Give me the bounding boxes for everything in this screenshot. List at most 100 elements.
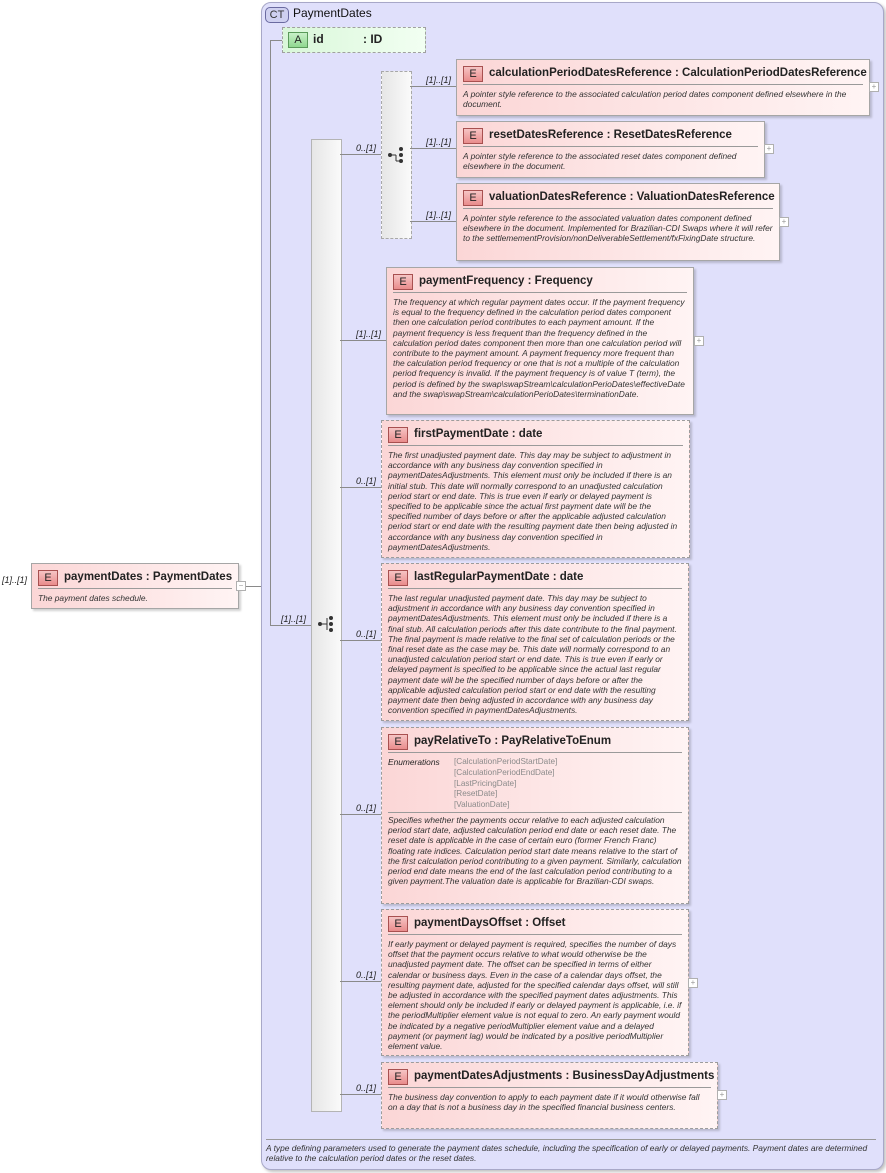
element-multiplicity: [1]..[1] (426, 137, 452, 147)
connector (340, 640, 381, 641)
enum-value: [LastPricingDate] (454, 778, 517, 788)
complex-type-description: A type defining parameters used to gener… (266, 1139, 876, 1163)
connector (340, 981, 381, 982)
divider (388, 812, 682, 813)
choice-icon (388, 147, 403, 163)
element-description: The last regular unadjusted payment date… (388, 593, 677, 716)
element-description: A pointer style reference to the associa… (463, 89, 847, 110)
sequence-compositor[interactable] (311, 139, 342, 1112)
element-description: If early payment or delayed payment is r… (388, 939, 682, 1052)
element-name: calculationPeriodDatesReference : Calcul… (489, 67, 867, 79)
element-multiplicity: 0..[1] (356, 629, 377, 639)
attribute-badge-icon: A (288, 32, 308, 48)
expand-toggle-icon[interactable]: + (779, 217, 789, 227)
element-badge-icon: E (388, 734, 408, 750)
connector (340, 340, 386, 341)
connector (410, 221, 456, 222)
element-multiplicity: [1]..[1] (426, 210, 452, 220)
connector (270, 625, 312, 626)
connector (270, 40, 284, 41)
element-name: paymentFrequency : Frequency (419, 275, 593, 287)
element-name: resetDatesReference : ResetDatesReferenc… (489, 129, 732, 141)
element-description: The payment dates schedule. (38, 593, 148, 603)
element-name: paymentDates : PaymentDates (64, 571, 233, 583)
root-multiplicity: [1]..[1] (2, 575, 28, 585)
attribute-type: : ID (363, 32, 383, 46)
connector (410, 148, 456, 149)
choice-multiplicity: 0..[1] (356, 143, 377, 153)
connector (340, 487, 381, 488)
enum-value: [CalculationPeriodEndDate] (454, 767, 555, 777)
element-badge-icon: E (463, 66, 483, 82)
element-badge-icon: E (463, 190, 483, 206)
element-name: paymentDaysOffset : Offset (414, 917, 566, 929)
element-multiplicity: 0..[1] (356, 970, 377, 980)
element-badge-icon: E (388, 1069, 408, 1085)
enumerations-list: [CalculationPeriodStartDate] [Calculatio… (454, 757, 557, 811)
enum-value: [CalculationPeriodStartDate] (454, 757, 558, 766)
element-description: Specifies whether the payments occur rel… (388, 815, 682, 887)
element-badge-icon: E (463, 128, 483, 144)
connector (270, 40, 271, 626)
sequence-icon (318, 616, 333, 632)
attribute-name: id (313, 32, 324, 46)
element-name: lastRegularPaymentDate : date (414, 571, 584, 583)
collapse-toggle-icon[interactable]: − (236, 581, 246, 591)
expand-toggle-icon[interactable]: + (717, 1090, 727, 1100)
element-description: The first unadjusted payment date. This … (388, 450, 678, 552)
connector (340, 154, 382, 155)
expand-toggle-icon[interactable]: + (764, 144, 774, 154)
element-name: valuationDatesReference : ValuationDates… (489, 191, 775, 203)
element-description: The frequency at which regular payment d… (393, 297, 685, 399)
element-name: firstPaymentDate : date (414, 428, 543, 440)
enumerations-label: Enumerations (388, 757, 440, 767)
element-badge-icon: E (388, 570, 408, 586)
enum-value: [ValuationDate] (454, 800, 510, 810)
element-description: A pointer style reference to the associa… (463, 151, 737, 172)
sequence-multiplicity: [1]..[1] (281, 614, 307, 624)
element-description: The business day convention to apply to … (388, 1092, 700, 1113)
element-multiplicity: 0..[1] (356, 476, 377, 486)
element-name: paymentDatesAdjustments : BusinessDayAdj… (414, 1070, 715, 1082)
connector (246, 586, 270, 587)
expand-toggle-icon[interactable]: + (869, 82, 879, 92)
expand-toggle-icon[interactable]: + (694, 336, 704, 346)
connector (340, 814, 381, 815)
element-badge-icon: E (388, 916, 408, 932)
connector (410, 86, 456, 87)
element-badge-icon: E (393, 274, 413, 290)
element-name: payRelativeTo : PayRelativeToEnum (414, 735, 612, 747)
element-description: A pointer style reference to the associa… (463, 213, 773, 244)
complex-type-badge-icon: CT (265, 7, 289, 23)
complex-type-title: PaymentDates (293, 6, 372, 20)
connector (340, 1094, 381, 1095)
element-multiplicity: 0..[1] (356, 803, 377, 813)
element-multiplicity: 0..[1] (356, 1083, 377, 1093)
element-multiplicity: [1]..[1] (356, 329, 382, 339)
element-multiplicity: [1]..[1] (426, 75, 452, 85)
expand-toggle-icon[interactable]: + (688, 978, 698, 988)
element-badge-icon: E (38, 570, 58, 586)
element-badge-icon: E (388, 427, 408, 443)
enum-value: [ResetDate] (454, 789, 498, 799)
